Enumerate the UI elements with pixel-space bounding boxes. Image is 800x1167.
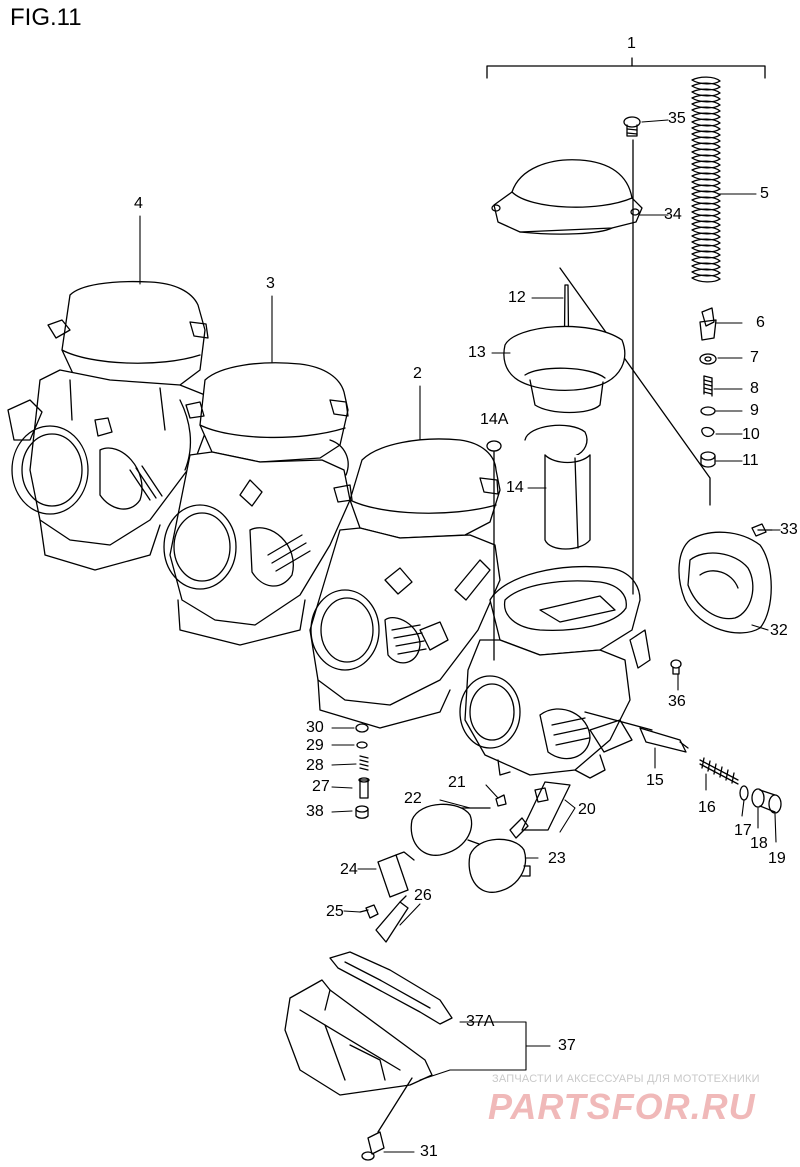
nut-19 <box>759 789 782 814</box>
callout-37a: 37A <box>466 1013 495 1030</box>
carburetor-body-2 <box>309 438 501 729</box>
watermark-brand: PARTSFOR.RU <box>488 1086 756 1127</box>
assembly-bracket <box>486 57 766 79</box>
screw-31 <box>361 1131 385 1161</box>
piston-14 <box>524 424 591 550</box>
callout-18: 18 <box>750 835 768 852</box>
callout-26: 26 <box>414 887 432 904</box>
callout-1: 1 <box>627 35 636 52</box>
callout-31: 31 <box>420 1143 438 1160</box>
washer-7 <box>699 353 717 365</box>
callout-29: 29 <box>306 737 324 754</box>
screw-36 <box>670 659 682 675</box>
spring-5 <box>691 76 721 283</box>
callout-7: 7 <box>750 349 759 366</box>
cap-38 <box>355 805 369 819</box>
carburetor-body-4 <box>7 280 211 571</box>
callout-33: 33 <box>780 521 798 538</box>
holder-11 <box>700 451 716 468</box>
callout-3: 3 <box>266 275 275 292</box>
jet-6 <box>699 307 717 341</box>
callout-6: 6 <box>756 314 765 331</box>
callout-27: 27 <box>312 778 330 795</box>
callout-17: 17 <box>734 822 752 839</box>
callout-38: 38 <box>306 803 324 820</box>
callout-15: 15 <box>646 772 664 789</box>
callout-34: 34 <box>664 206 682 223</box>
callout-8: 8 <box>750 380 759 397</box>
callout-23: 23 <box>548 850 566 867</box>
callout-37: 37 <box>558 1037 576 1054</box>
carburetor-body-3 <box>163 362 351 646</box>
washer-9 <box>700 406 716 416</box>
callout-28: 28 <box>306 757 324 774</box>
callout-22: 22 <box>404 790 422 807</box>
callout-5: 5 <box>760 185 769 202</box>
washer-29 <box>356 741 368 749</box>
carburetor-body-1 <box>459 565 651 779</box>
throttle-screw-15 <box>584 711 689 753</box>
clip-10 <box>701 426 715 438</box>
screw-21 <box>495 794 507 807</box>
callout-2: 2 <box>413 365 422 382</box>
callout-16: 16 <box>698 799 716 816</box>
spring-5-coil <box>691 76 721 283</box>
callout-4: 4 <box>134 195 143 212</box>
callout-36: 36 <box>668 693 686 710</box>
spring-8 <box>703 375 713 397</box>
callout-25: 25 <box>326 903 344 920</box>
needle-26 <box>375 895 409 943</box>
washer-30 <box>355 723 369 733</box>
gasket-37a <box>329 951 453 1025</box>
washer-14a <box>486 440 502 452</box>
callout-21: 21 <box>448 774 466 791</box>
cover-23 <box>468 817 531 893</box>
oring-18 <box>751 788 765 808</box>
callout-14a: 14A <box>480 411 509 428</box>
callout-30: 30 <box>306 719 324 736</box>
jet-25 <box>359 904 379 919</box>
callout-13: 13 <box>468 344 486 361</box>
callout-20: 20 <box>578 801 596 818</box>
jet-24 <box>377 851 415 898</box>
bracket-20 <box>521 781 571 831</box>
callout-10: 10 <box>742 426 760 443</box>
callout-14: 14 <box>506 479 524 496</box>
cover-32 <box>678 531 772 634</box>
top-cap-34 <box>491 159 643 235</box>
figure-title: FIG.11 <box>10 4 82 31</box>
screw-27 <box>358 777 370 799</box>
callout-35: 35 <box>668 110 686 127</box>
washer-17 <box>739 785 749 801</box>
callout-19: 19 <box>768 850 786 867</box>
leader-lines <box>139 119 781 1153</box>
assembly-line-31 <box>377 1077 413 1133</box>
callout-11: 11 <box>742 452 759 469</box>
diaphragm-13 <box>503 325 626 414</box>
callout-24: 24 <box>340 861 358 878</box>
callout-32: 32 <box>770 622 788 639</box>
callout-12: 12 <box>508 289 526 306</box>
screw-35 <box>623 116 641 137</box>
callout-9: 9 <box>750 402 759 419</box>
spring-16 <box>699 757 739 785</box>
watermark-tagline: ЗАПЧАСТИ И АКСЕССУАРЫ ДЛЯ МОТОТЕХНИКИ <box>492 1073 760 1085</box>
spring-28 <box>359 755 369 771</box>
